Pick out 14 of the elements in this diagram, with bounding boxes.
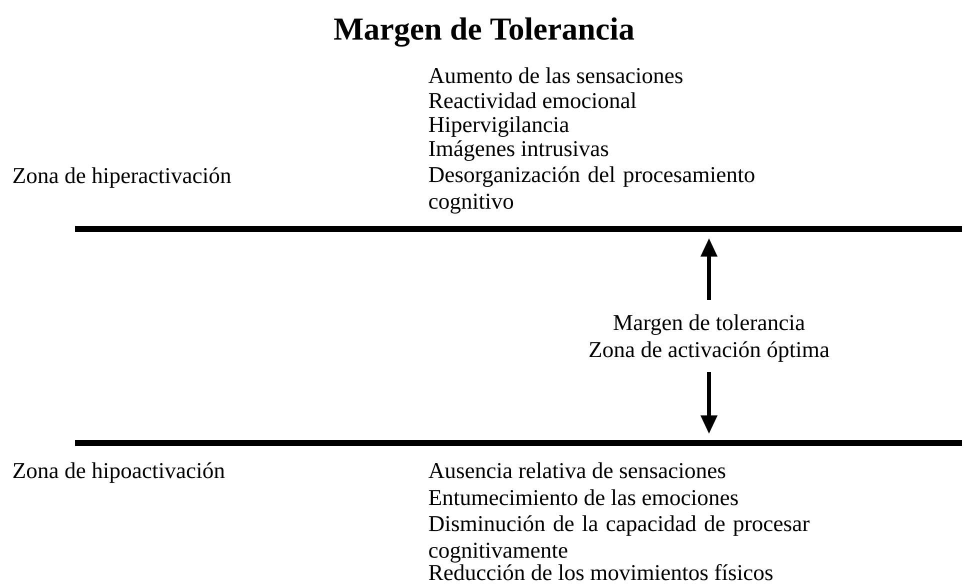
symptom-text: Desorganización del procesamiento cognitivo xyxy=(428,166,754,214)
zone-label: Margen de tolerancia xyxy=(614,314,805,335)
symptom-text: Reactividad emocional xyxy=(428,92,636,108)
symptom-text: Ausencia relativa de sensaciones xyxy=(428,462,726,478)
zone-label: Zona de hipoactivación xyxy=(13,462,225,483)
zone-label: Zona de activación óptima xyxy=(590,341,830,362)
symptom-text: Hipervigilancia xyxy=(428,116,569,137)
symptom-text: Reducción de los movimientos físicos xyxy=(428,564,772,580)
symptom-text: Entumecimiento de las emociones xyxy=(428,489,738,506)
symptom-text: Imágenes intrusivas xyxy=(429,140,608,161)
zone-label: Zona de hiperactivación xyxy=(13,167,231,188)
symptom-text: Disminución de la capacidad de procesar cognitivamente xyxy=(428,515,810,563)
symptom-text: Aumento de las sensaciones xyxy=(428,67,682,84)
title: Margen de Tolerancia xyxy=(334,17,634,47)
